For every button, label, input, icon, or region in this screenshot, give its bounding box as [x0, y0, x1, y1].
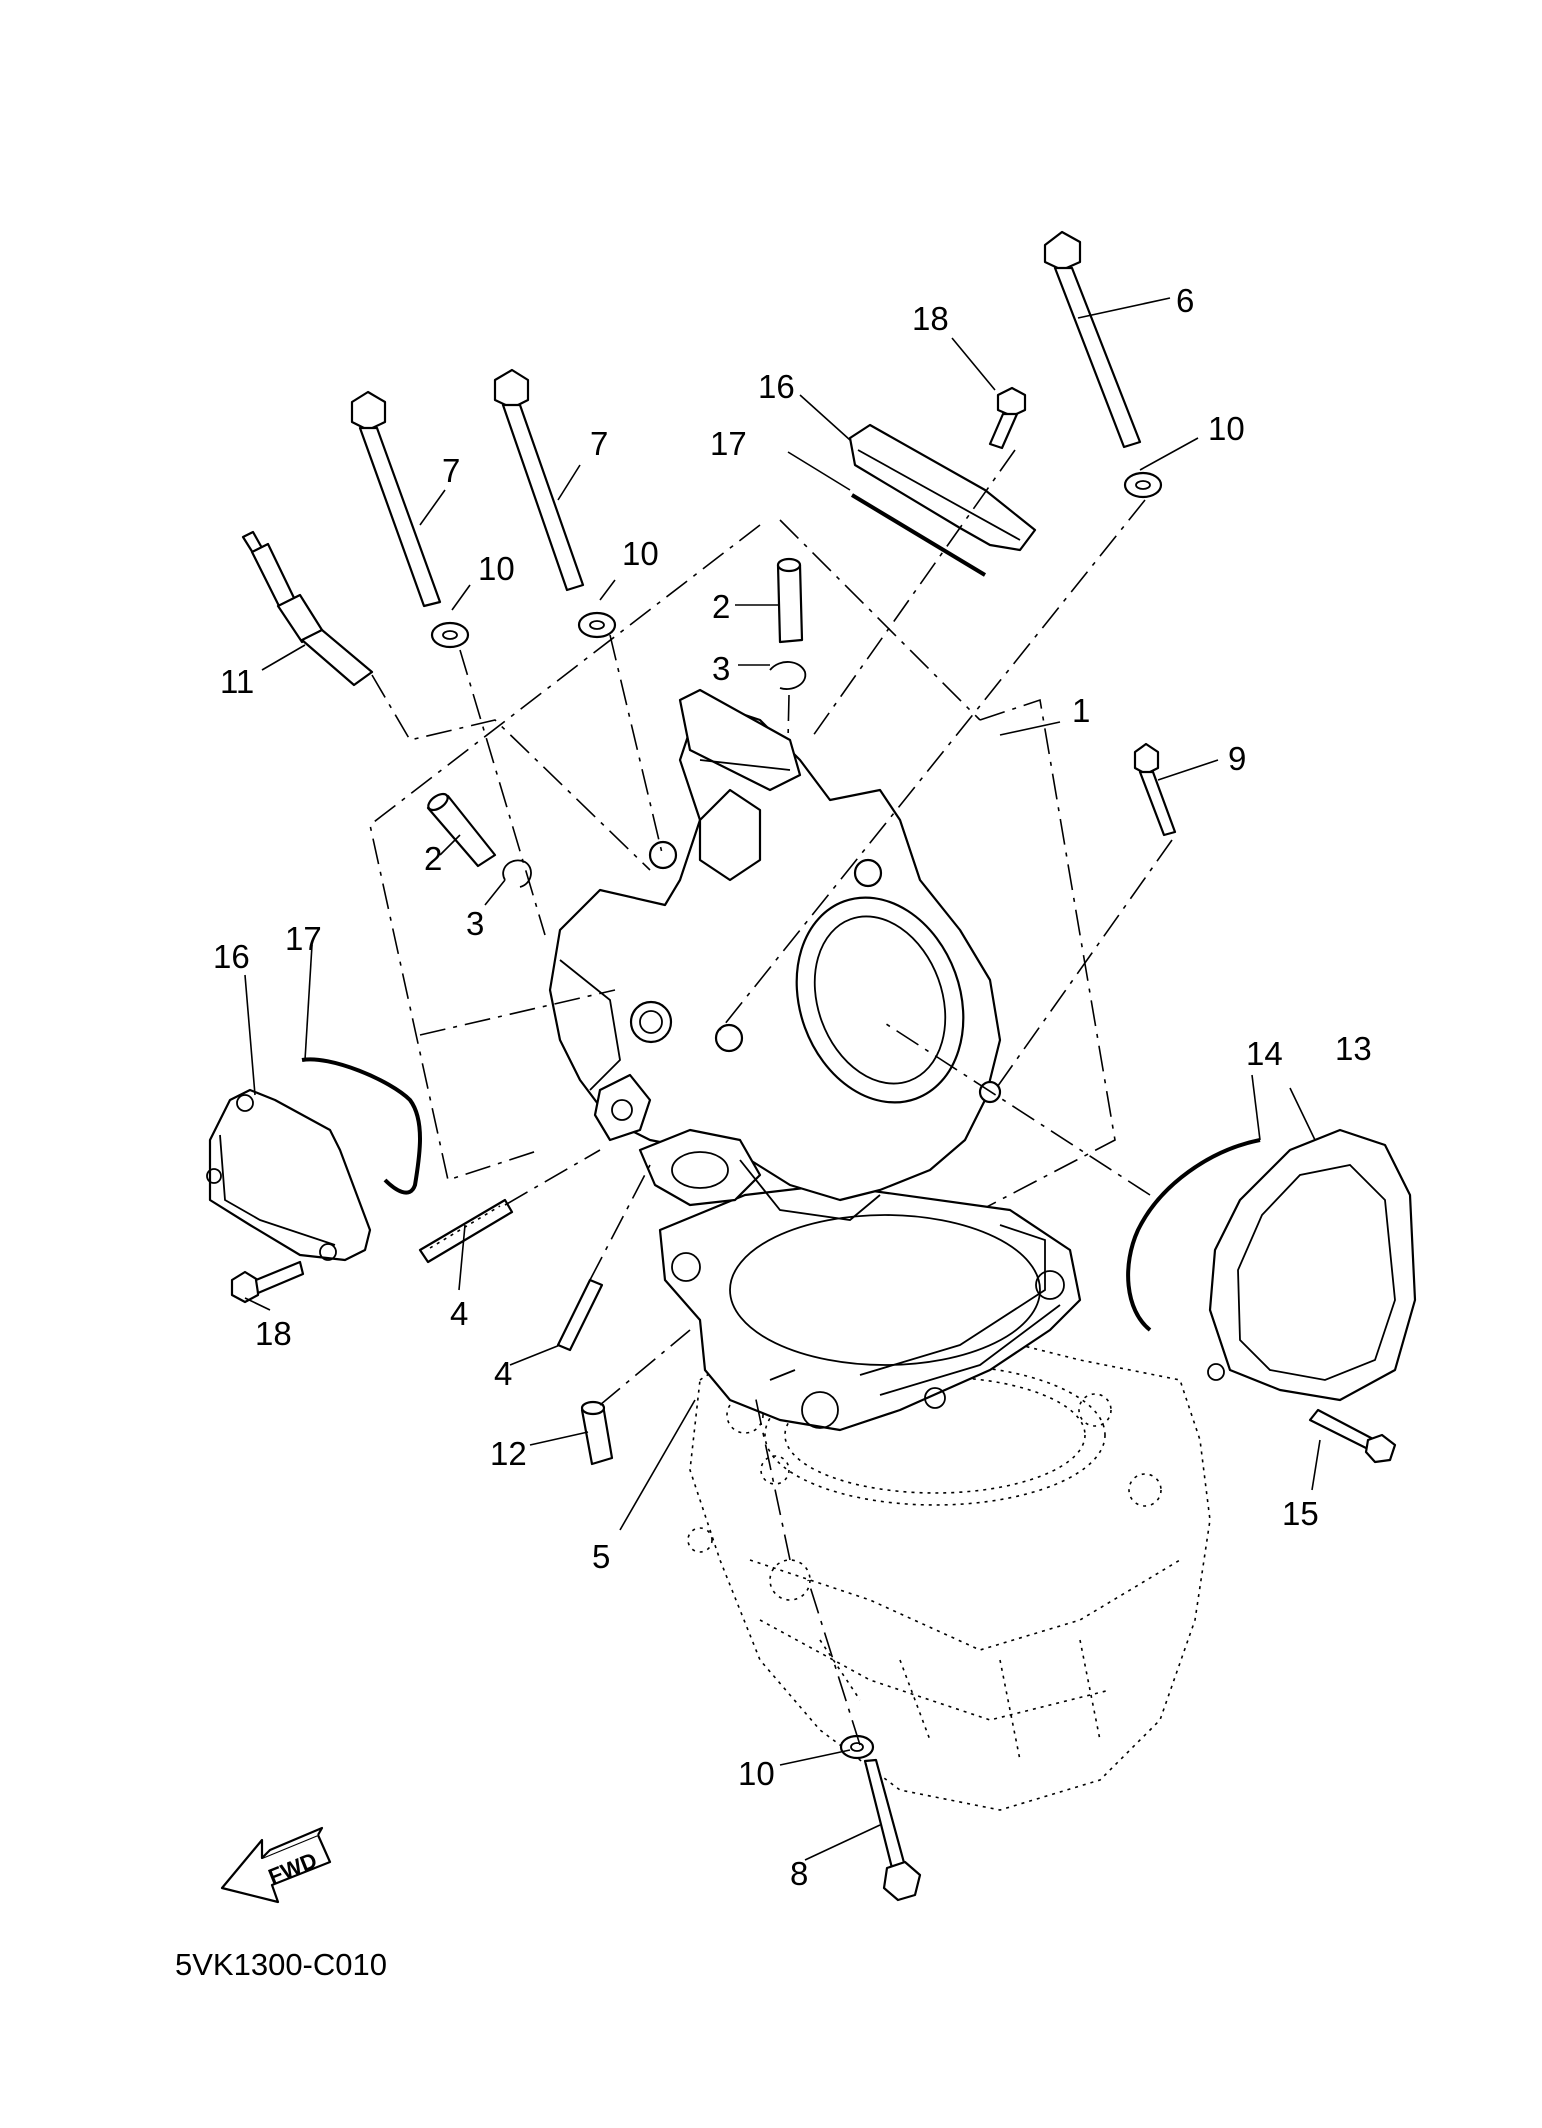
callout-7-left: 7 [442, 452, 460, 489]
callout-12: 12 [490, 1435, 527, 1472]
diagram-code: 5VK1300-C010 [175, 1947, 387, 1982]
assembly-lines [371, 449, 1173, 1746]
clip-3-top [769, 661, 807, 690]
callout-4-b: 4 [494, 1355, 512, 1392]
callout-18-top: 18 [912, 300, 949, 337]
callout-10-d: 10 [738, 1755, 775, 1792]
bolt-7-right [493, 368, 585, 592]
assembly-boundary [369, 519, 1116, 1321]
bolt-6 [1043, 230, 1142, 449]
dowel-pin-2-left [426, 792, 497, 868]
side-cover-right [1126, 1128, 1417, 1402]
dowel-pin-2-top [776, 557, 804, 644]
cylinder-head-gasket [658, 1183, 1082, 1432]
valve-cover-left [206, 1057, 422, 1262]
callout-7-right: 7 [590, 425, 608, 462]
callout-2-left: 2 [424, 840, 442, 877]
callout-11: 11 [220, 663, 254, 700]
callout-8: 8 [790, 1855, 808, 1892]
callout-17-left: 17 [285, 920, 322, 957]
bolt-8 [863, 1758, 922, 1902]
bolt-18-top [988, 386, 1027, 450]
callout-leaders [244, 297, 1321, 1861]
callout-13: 13 [1335, 1030, 1372, 1067]
washer-10-d [839, 1734, 875, 1760]
clip-3-left [502, 859, 532, 888]
washer-10-a [430, 621, 470, 649]
washer-10-b [577, 611, 617, 639]
callout-5: 5 [592, 1538, 610, 1575]
callout-6: 6 [1176, 282, 1194, 319]
stud-4-a [418, 1198, 514, 1264]
callout-15: 15 [1282, 1495, 1319, 1532]
bolt-7-left [350, 390, 442, 608]
callout-4-a: 4 [450, 1295, 468, 1332]
callout-3-top: 3 [712, 650, 730, 687]
valve-cover-top [848, 423, 1037, 577]
callout-17-top: 17 [710, 425, 747, 462]
bolt-18-left [230, 1260, 305, 1304]
callout-3-left: 3 [466, 905, 484, 942]
callout-10-b: 10 [622, 535, 659, 572]
callout-18-left: 18 [255, 1315, 292, 1352]
spark-plug [241, 530, 374, 687]
callout-10-c: 10 [1208, 410, 1245, 447]
callout-1: 1 [1072, 692, 1090, 729]
bolt-9 [1133, 742, 1177, 837]
callout-16-top: 16 [758, 368, 795, 405]
callout-9: 9 [1228, 740, 1246, 777]
washer-10-c [1123, 471, 1163, 499]
fwd-arrow-icon: FWD [220, 1826, 332, 1904]
cylinder-head [548, 688, 1002, 1221]
callout-labels: 1 2 2 3 3 4 4 5 6 7 7 8 9 10 10 10 10 11… [213, 282, 1372, 1892]
callout-10-a: 10 [478, 550, 515, 587]
dowel-12 [580, 1400, 614, 1466]
stud-4-b [556, 1278, 604, 1352]
bolt-15 [1308, 1408, 1397, 1464]
callout-14: 14 [1246, 1035, 1283, 1072]
callout-2-top: 2 [712, 588, 730, 625]
callout-16-left: 16 [213, 938, 250, 975]
